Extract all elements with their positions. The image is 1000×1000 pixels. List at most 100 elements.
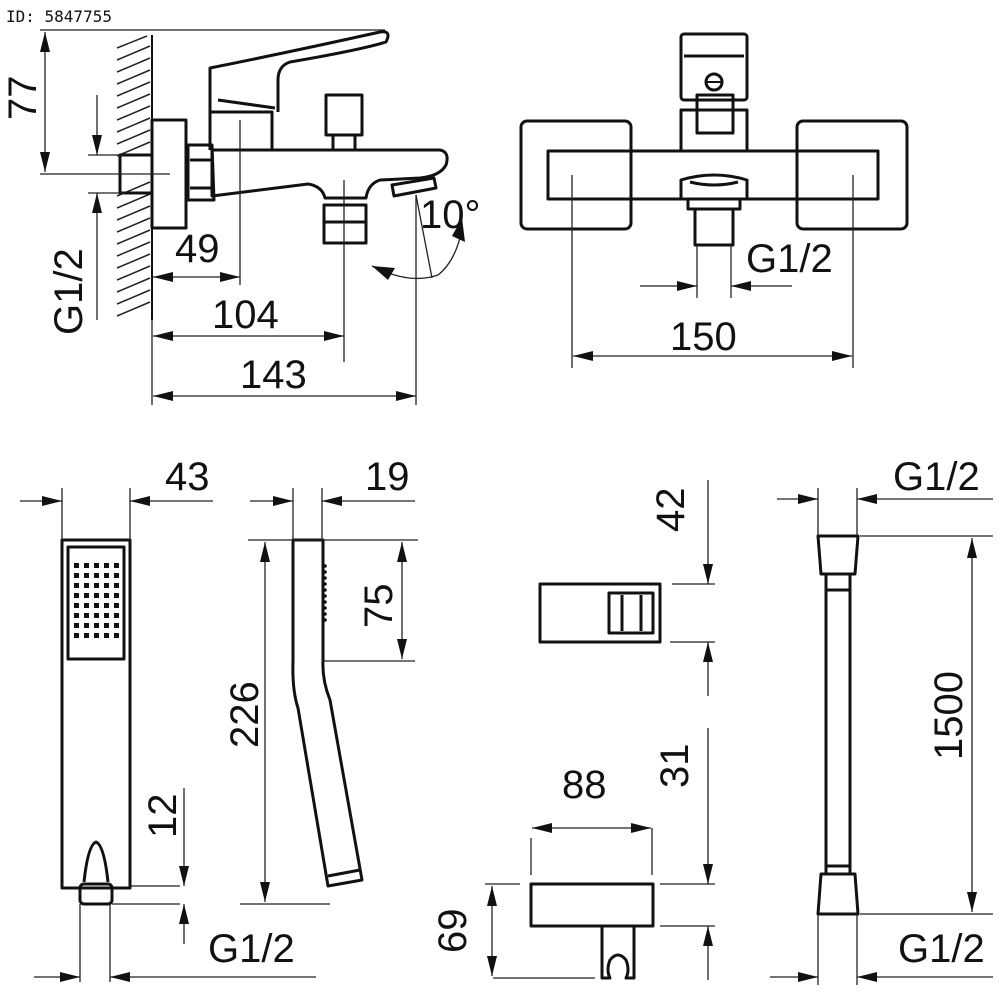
nozzle-dot [114, 563, 119, 568]
nozzle-dot [74, 583, 79, 588]
cartridge-housing [208, 110, 274, 150]
nozzle-dot [74, 563, 79, 568]
dim-outlet-thread: G1/2 [746, 237, 833, 281]
dim-connector-12: 12 [141, 794, 185, 839]
nozzle-dot [84, 613, 89, 618]
side-nozzle-dot [323, 564, 327, 568]
shower-head-body [60, 538, 132, 890]
nozzle-dot [114, 583, 119, 588]
dim-spray-75: 75 [357, 584, 401, 629]
nozzle-dot [104, 613, 109, 618]
nozzle-dot [104, 633, 109, 638]
nozzle-dot [74, 613, 79, 618]
side-nozzle-dot [323, 618, 327, 622]
nozzle-dot [94, 603, 99, 608]
handle-tip [82, 840, 110, 883]
nozzle-dot [114, 623, 119, 628]
side-nozzle-dot [323, 612, 327, 616]
id-label: ID: 5847755 [6, 7, 112, 26]
side-nozzle-dot [323, 582, 327, 586]
shower-side-body [291, 538, 364, 888]
nozzle-dot [104, 593, 109, 598]
hex-nut [186, 143, 216, 202]
dim-spout-143: 143 [240, 353, 307, 397]
side-nozzle-dot [323, 576, 327, 580]
nozzle-dot [74, 573, 79, 578]
dim-spacing-150: 150 [670, 315, 737, 359]
side-nozzle-dot [323, 594, 327, 598]
front-diverter-knob [695, 93, 735, 135]
nozzle-dot [94, 573, 99, 578]
dim-handle-49: 49 [175, 227, 220, 271]
nozzle-dot [84, 633, 89, 638]
dim-offset-31: 31 [653, 744, 697, 789]
nozzle-dot [74, 593, 79, 598]
dim-angle-10: 10° [420, 193, 481, 237]
spray-nozzles [74, 563, 119, 638]
right-escutcheon [795, 119, 909, 231]
shower-hose: G1/2 1500 G1/2 [770, 455, 993, 985]
side-nozzle-dot [323, 570, 327, 574]
mixer-body [210, 148, 449, 200]
diverter-knob [324, 93, 364, 137]
side-nozzle-dot [323, 606, 327, 610]
nozzle-dot [104, 623, 109, 628]
dim-length-226: 226 [223, 681, 267, 748]
nozzle-dot [84, 573, 89, 578]
nozzle-dot [104, 603, 109, 608]
dim-top-42: 42 [649, 488, 693, 533]
bracket-top-view [538, 582, 662, 644]
dim-angle-arc [371, 229, 463, 280]
nozzle-dot [94, 563, 99, 568]
nozzle-dot [74, 623, 79, 628]
aerator [390, 176, 438, 198]
nozzle-dot [114, 633, 119, 638]
dim-height-77: 77 [1, 76, 45, 121]
nozzle-dot [94, 633, 99, 638]
nozzle-dot [84, 563, 89, 568]
hose-top-nut [816, 534, 860, 576]
nozzle-dot [94, 593, 99, 598]
shower-holder-hook [600, 926, 636, 980]
dim-bottom-thread: G1/2 [898, 927, 985, 971]
dim-length-1500: 1500 [927, 671, 971, 760]
nozzle-dot [84, 583, 89, 588]
nozzle-dot [114, 613, 119, 618]
hose-bottom-nut [816, 872, 860, 916]
wall-bracket: 42 88 31 69 [431, 480, 715, 980]
nozzle-dot [114, 593, 119, 598]
dim-height-69: 69 [431, 909, 475, 954]
dim-inlet-thread: G1/2 [47, 248, 91, 335]
connector [78, 882, 114, 906]
nozzle-dot [104, 583, 109, 588]
nozzle-dot [84, 623, 89, 628]
nozzle-dot [114, 603, 119, 608]
nozzle-dot [74, 603, 79, 608]
hand-shower-side: 19 226 75 [223, 455, 418, 905]
bracket-front-view [529, 882, 655, 928]
nozzle-dot [84, 593, 89, 598]
dim-connector-thread: G1/2 [208, 927, 295, 971]
hand-shower-front: 43 12 G1/2 [20, 455, 316, 982]
dim-diverter-104: 104 [212, 293, 279, 337]
nozzle-dot [94, 613, 99, 618]
nozzle-dot [94, 623, 99, 628]
left-escutcheon [519, 119, 633, 231]
mixer-front-view: G1/2 150 [519, 32, 909, 368]
nozzle-dot [114, 573, 119, 578]
nozzle-dot [74, 633, 79, 638]
nozzle-dot [94, 583, 99, 588]
mixer-side-view: 77 G1/2 49 104 143 10° [1, 29, 481, 405]
wall-hatch [116, 35, 153, 320]
outlet-connector [322, 203, 368, 245]
spray-face-dots [323, 564, 327, 622]
dim-width-43: 43 [165, 455, 210, 499]
nozzle-dot [104, 563, 109, 568]
dim-depth-19: 19 [365, 455, 410, 499]
dim-width-88: 88 [562, 763, 607, 807]
side-nozzle-dot [323, 600, 327, 604]
side-nozzle-dot [323, 588, 327, 592]
nozzle-dot [104, 573, 109, 578]
front-lever [679, 32, 749, 102]
